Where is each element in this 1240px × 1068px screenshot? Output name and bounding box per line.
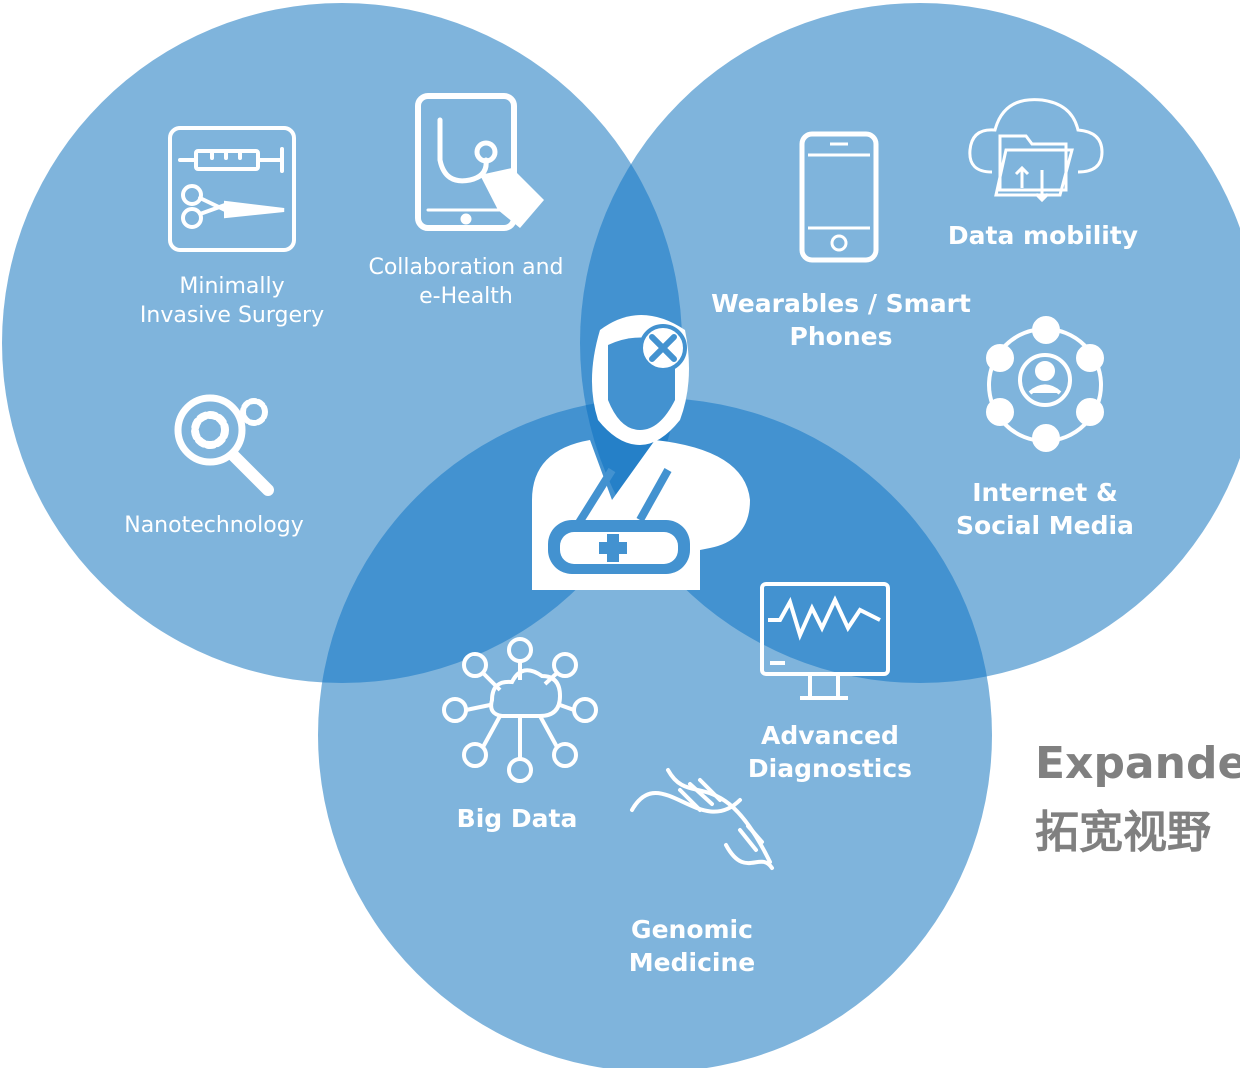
label-data-mobility: Data mobility [947,221,1139,250]
label-genomic-medicine: Genomic Medicine [628,915,756,977]
heart-monitor-icon [760,582,890,700]
label-advanced-diagnostics: Advanced Diagnostics [747,721,913,783]
label-nanotechnology: Nanotechnology [124,513,304,538]
label-wearables-smart-phones: Wearables / Smart Phones [711,289,971,351]
social-network-icon [986,316,1104,452]
overlap-right-bottom [580,398,992,683]
big-data-network-icon [442,637,598,783]
label-big-data: Big Data [456,804,578,833]
dna-icon [630,768,774,870]
overlap-left-bottom [318,398,682,683]
label-minimally-invasive-surgery: Minimally Invasive Surgery [139,274,325,329]
headline-english: Expanded [1035,738,1240,789]
doctor-icon [532,315,750,590]
label-collaboration-ehealth: Collaboration and e-Health [368,255,564,310]
nanotech-gears-icon [174,394,274,496]
label-internet-social-media: Internet & Social Media [956,478,1134,540]
syringe-scalpel-icon [168,126,296,252]
smartphone-icon [799,131,879,263]
cloud-folder-icon [968,98,1104,203]
headline-chinese: 拓宽视野 [1035,807,1211,858]
tablet-stethoscope-icon [415,93,544,231]
